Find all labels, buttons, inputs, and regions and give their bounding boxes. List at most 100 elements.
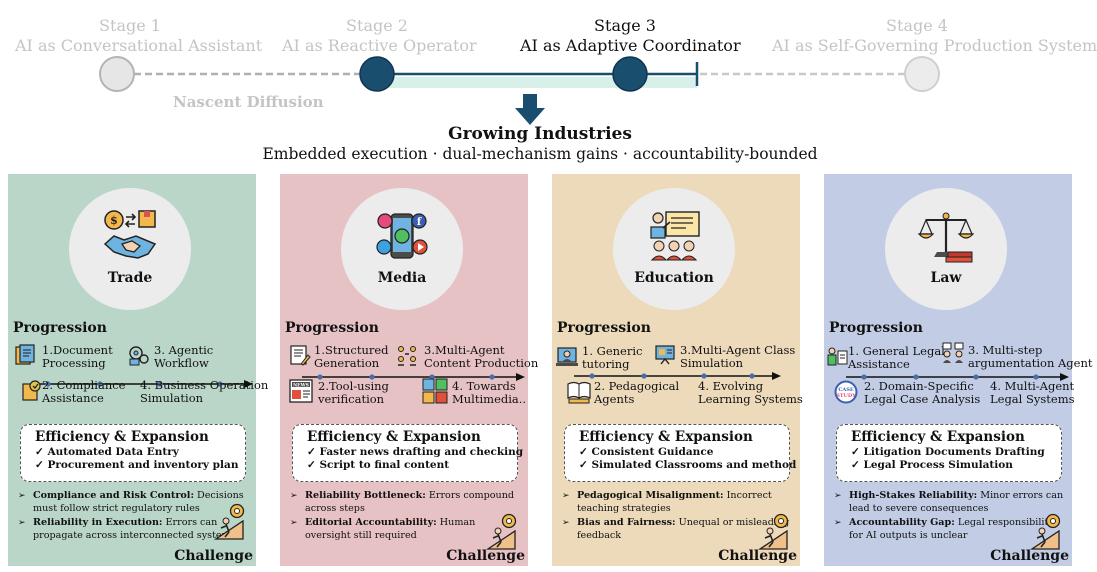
structured-generation-icon bbox=[290, 345, 311, 366]
education-challenge-list: ➢Pedagogical Misalignment: Incorrect tea… bbox=[562, 490, 794, 544]
law-efficiency-title: Efficiency & Expansion bbox=[851, 429, 1025, 445]
news-verification-icon: NEWS bbox=[289, 379, 313, 403]
stage-2-node bbox=[359, 56, 395, 92]
compliance-icon bbox=[22, 380, 41, 401]
media-efficiency-title: Efficiency & Expansion bbox=[307, 429, 481, 445]
trade-efficiency-item: ✓ Procurement and inventory plan bbox=[35, 459, 239, 471]
multimedia-icon bbox=[422, 378, 448, 404]
trade-efficiency-title: Efficiency & Expansion bbox=[35, 429, 209, 445]
case-study-icon: CASE STUDY bbox=[834, 380, 858, 404]
education-name: Education bbox=[634, 270, 714, 286]
law-scales-icon bbox=[917, 212, 975, 263]
law-progression-title: Progression bbox=[829, 320, 923, 336]
trade-name: Trade bbox=[107, 270, 153, 286]
class-simulation-icon bbox=[655, 345, 675, 365]
multi-agent-icon bbox=[398, 346, 416, 366]
stage-4-subtitle: AI as Self-Governing Production System bbox=[772, 36, 1097, 55]
stage-3: Stage 3 AI as Adaptive Coordinator bbox=[520, 16, 741, 56]
education-challenge-item: ➢Pedagogical Misalignment: Incorrect tea… bbox=[562, 490, 772, 514]
challenge-climber-icon bbox=[485, 513, 517, 550]
education-progression-title: Progression bbox=[557, 320, 651, 336]
agentic-workflow-icon bbox=[129, 346, 149, 366]
down-arrow-icon bbox=[515, 94, 545, 125]
media-efficiency-item: ✓ Faster news drafting and checking bbox=[307, 446, 524, 458]
trade-challenge-label: Challenge bbox=[174, 548, 253, 564]
legal-assistance-icon bbox=[827, 347, 848, 366]
stage-2: Stage 2 AI as Reactive Operator bbox=[282, 16, 477, 56]
media-challenge-item: ➢Editorial Accountability: Human oversig… bbox=[290, 517, 476, 541]
svg-text:CASE: CASE bbox=[838, 387, 853, 393]
media-progression-title: Progression bbox=[285, 320, 379, 336]
stage-3-node bbox=[612, 56, 648, 92]
education-efficiency-box: Efficiency & Expansion ✓ Consistent Guid… bbox=[564, 424, 797, 482]
law-challenge-label: Challenge bbox=[990, 548, 1069, 564]
law-efficiency-box: Efficiency & Expansion ✓ Litigation Docu… bbox=[836, 424, 1062, 482]
challenge-climber-icon bbox=[1029, 513, 1061, 550]
stage-4: Stage 4 AI as Self-Governing Production … bbox=[772, 16, 1097, 56]
growing-industries-title: Growing Industries bbox=[448, 124, 632, 144]
stage-3-name: Stage 3 bbox=[594, 16, 656, 35]
svg-text:f: f bbox=[417, 217, 422, 228]
media-hub: f Media bbox=[341, 188, 463, 310]
media-name: Media bbox=[377, 270, 427, 286]
svg-text:NEWS: NEWS bbox=[293, 382, 309, 388]
education-hub: Education bbox=[613, 188, 735, 310]
svg-text:STUDY: STUDY bbox=[836, 393, 856, 399]
pedagogical-books-icon bbox=[567, 381, 591, 404]
trade-challenge-item: ➢Compliance and Risk Control: Decisions … bbox=[18, 490, 244, 514]
stage-3-subtitle: AI as Adaptive Coordinator bbox=[520, 36, 741, 55]
media-challenge-list: ➢Reliability Bottleneck: Errors compound… bbox=[290, 490, 522, 544]
trade-efficiency-item: ✓ Automated Data Entry bbox=[35, 446, 179, 458]
trade-progression-axis bbox=[30, 380, 253, 388]
challenge-climber-icon bbox=[757, 513, 789, 550]
education-challenge-label: Challenge bbox=[718, 548, 797, 564]
growing-industries-subtitle: Embedded execution · dual-mechanism gain… bbox=[262, 145, 818, 163]
trade-efficiency-box: Efficiency & Expansion ✓ Automated Data … bbox=[20, 424, 246, 482]
education-efficiency-item: ✓ Consistent Guidance bbox=[579, 446, 714, 458]
media-challenge-item: ➢Reliability Bottleneck: Errors compound… bbox=[290, 490, 515, 514]
document-processing-icon bbox=[15, 344, 35, 365]
stage-1-subtitle: AI as Conversational Assistant bbox=[15, 36, 263, 55]
challenge-climber-icon bbox=[213, 503, 245, 540]
law-efficiency-item: ✓ Legal Process Simulation bbox=[851, 459, 1013, 471]
trade-hub: $ Trade bbox=[69, 188, 191, 310]
svg-text:$: $ bbox=[110, 214, 118, 227]
education-progression-axis bbox=[574, 372, 781, 380]
nascent-diffusion-label: Nascent Diffusion bbox=[173, 93, 324, 111]
media-efficiency-box: Efficiency & Expansion ✓ Faster news dra… bbox=[292, 424, 524, 482]
stage-1-name: Stage 1 bbox=[99, 16, 161, 35]
trade-progression-title: Progression bbox=[13, 320, 107, 336]
education-efficiency-item: ✓ Simulated Classrooms and method bbox=[579, 459, 797, 471]
media-progression-axis bbox=[302, 373, 525, 381]
trade-challenge-item: ➢Reliability in Execution: Errors can pr… bbox=[18, 517, 236, 541]
tutoring-icon bbox=[556, 347, 578, 366]
trade-handshake-icon: $ bbox=[103, 210, 157, 259]
media-efficiency-item: ✓ Script to final content bbox=[307, 459, 450, 471]
timeline-progress-band bbox=[372, 77, 697, 88]
law-challenge-item: ➢Accountability Gap: Legal responsibilit… bbox=[834, 517, 1054, 541]
stage-1-node bbox=[99, 56, 135, 92]
stage-2-name: Stage 2 bbox=[346, 16, 408, 35]
law-efficiency-item: ✓ Litigation Documents Drafting bbox=[851, 446, 1045, 458]
education-challenge-item: ➢Bias and Fairness: Unequal or misleadin… bbox=[562, 517, 790, 541]
law-challenge-item: ➢High-Stakes Reliability: Minor errors c… bbox=[834, 490, 1064, 514]
stage-4-name: Stage 4 bbox=[886, 16, 948, 35]
education-efficiency-title: Efficiency & Expansion bbox=[579, 429, 753, 445]
